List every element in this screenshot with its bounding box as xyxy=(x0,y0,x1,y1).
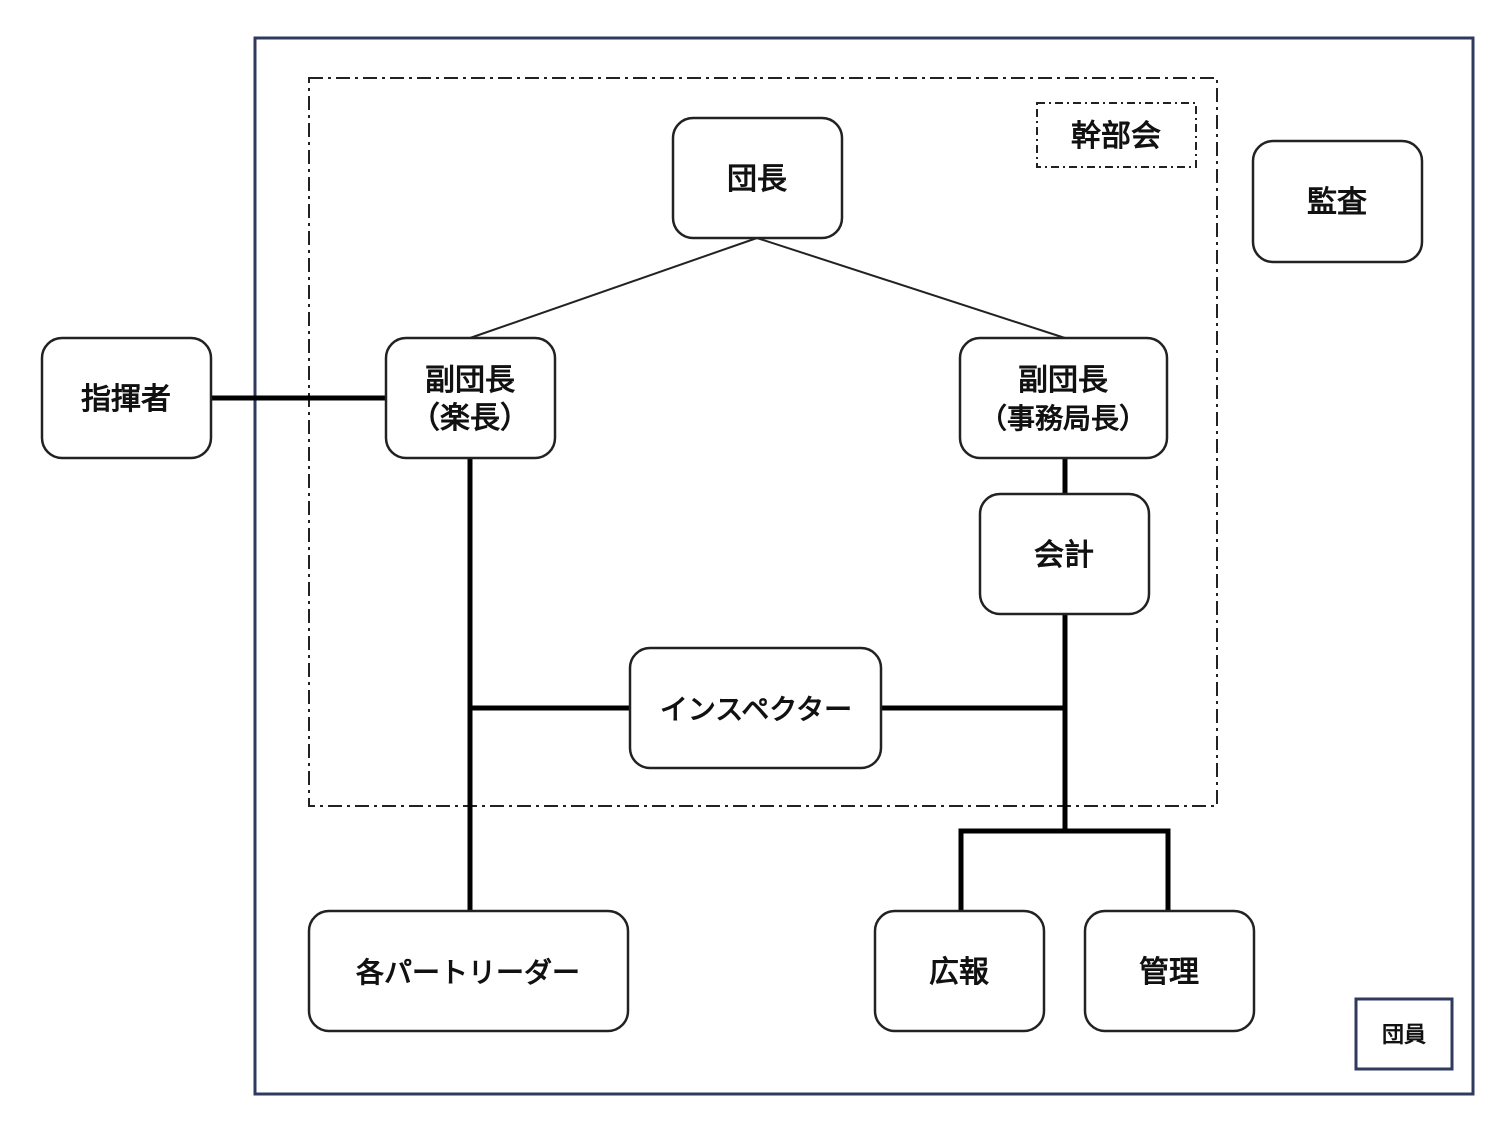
node-vice-jimukyokucho-line2: （事務局長） xyxy=(979,402,1147,435)
node-koho-box xyxy=(873,909,1046,1033)
executive-board-label: 幹部会 xyxy=(1071,119,1161,154)
node-kaikei: 会計 xyxy=(1034,538,1094,573)
node-part-leaders: 各パートリーダー xyxy=(355,956,580,989)
executive-board-label-box xyxy=(1036,102,1197,168)
node-shikisha: 指揮者 xyxy=(81,382,171,417)
node-inspector-box xyxy=(628,646,883,770)
thick-connectors xyxy=(211,395,1171,911)
members-label-box xyxy=(1354,997,1454,1071)
node-vice-gakucho-line2: （楽長） xyxy=(410,401,530,436)
executive-board-frame xyxy=(308,77,1218,807)
node-vice-jimukyokucho-box xyxy=(958,336,1169,460)
node-koho: 広報 xyxy=(929,955,990,990)
node-kansa: 監査 xyxy=(1307,185,1367,220)
node-kansa-box xyxy=(1251,139,1424,264)
node-dancho: 団長 xyxy=(727,162,788,197)
members-frame xyxy=(253,36,1475,1096)
node-shikisha-box xyxy=(40,336,213,460)
members-label: 団員 xyxy=(1382,1023,1426,1048)
node-kanri-box xyxy=(1083,909,1256,1033)
node-vice-gakucho-line1: 副団長 xyxy=(425,363,516,398)
node-inspector: インスペクター xyxy=(660,693,852,726)
node-kanri: 管理 xyxy=(1139,955,1199,990)
node-kaikei-box xyxy=(978,492,1151,616)
connector-dancho-to-vice-gakucho xyxy=(469,237,758,339)
node-dancho-box xyxy=(671,116,844,240)
node-vice-jimukyokucho-line1: 副団長 xyxy=(1018,363,1109,398)
connector-dancho-to-vice-jimukyokucho xyxy=(756,237,1066,339)
node-vice-gakucho-box xyxy=(384,336,557,460)
node-part-leaders-box xyxy=(307,909,630,1033)
connector-branch-koho-kanri xyxy=(958,828,1171,911)
